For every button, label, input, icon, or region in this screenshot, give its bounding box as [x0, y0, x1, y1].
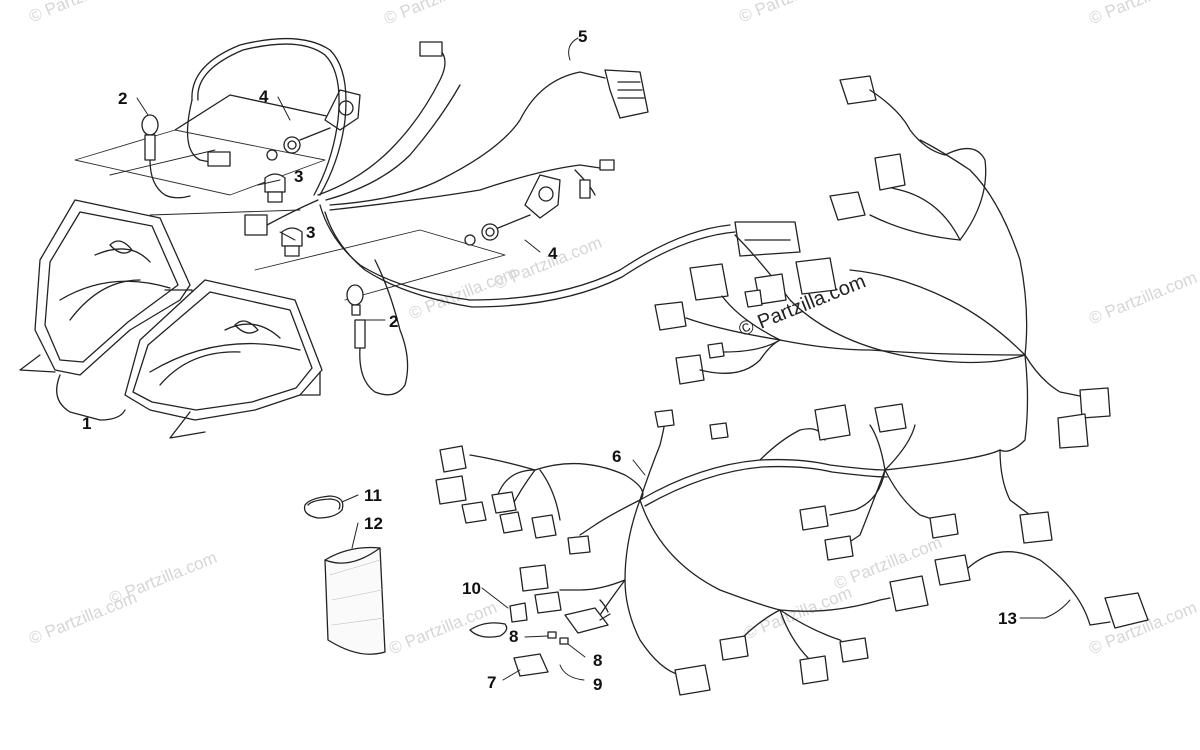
- sleeve: [324, 546, 386, 655]
- callout-12: 12: [364, 514, 383, 533]
- callout-3: 3: [294, 167, 304, 186]
- callout-1: 1: [82, 414, 92, 433]
- harness-lower: [435, 403, 1053, 696]
- callout-10: 10: [462, 579, 481, 598]
- headlight-rear: [19, 199, 193, 376]
- callout-8: 8: [509, 627, 519, 646]
- fuse-block: [469, 599, 611, 677]
- callout-5: 5: [578, 27, 588, 46]
- callout-7: 7: [487, 673, 497, 692]
- harness-upper: [186, 37, 801, 308]
- callout-2: 2: [389, 312, 399, 331]
- callout-4: 4: [259, 87, 269, 106]
- harness-13: [934, 551, 1149, 629]
- callout-9: 9: [593, 675, 603, 694]
- callout-2: 2: [118, 89, 128, 108]
- callout-3: 3: [306, 223, 316, 242]
- clamp-ring: [303, 495, 344, 519]
- callout-6: 6: [612, 447, 622, 466]
- callout-11: 11: [364, 486, 382, 505]
- harness-right-upper: [734, 75, 1111, 452]
- callout-4: 4: [548, 244, 558, 263]
- headlight-front: [124, 279, 323, 439]
- callout-8: 8: [593, 651, 603, 670]
- connector-cluster-center: [654, 263, 1026, 385]
- callout-13: 13: [998, 609, 1017, 628]
